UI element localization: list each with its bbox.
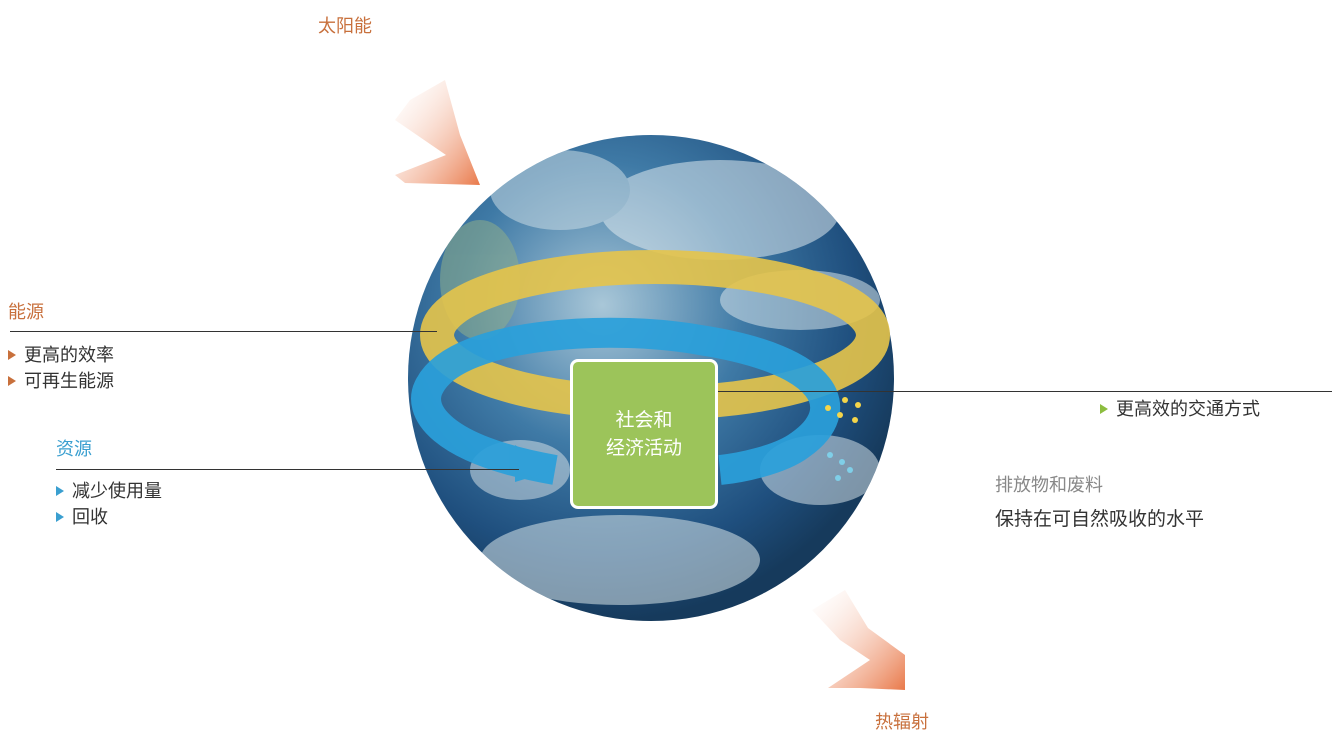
resources-line	[56, 469, 519, 470]
energy-title: 能源	[8, 302, 44, 323]
bullet-triangle-icon	[56, 512, 64, 522]
center-line-2: 经济活动	[605, 437, 682, 459]
solar-arrow-icon	[395, 80, 480, 185]
list-item: 更高效的交通方式	[1100, 397, 1260, 423]
bullet-triangle-icon	[8, 376, 16, 386]
resources-list: 减少使用量 回收	[56, 479, 162, 531]
list-item: 回收	[56, 505, 162, 531]
emissions-title: 排放物和废料	[995, 475, 1103, 496]
heat-arrow-icon	[812, 590, 905, 690]
emissions-text: 保持在可自然吸收的水平	[995, 508, 1205, 530]
list-item: 减少使用量	[56, 479, 162, 505]
heat-radiation-label: 热辐射	[875, 712, 929, 733]
bullet-triangle-icon	[1100, 404, 1108, 414]
energy-line	[10, 331, 437, 332]
center-activity-box: 社会和 经济活动	[570, 359, 718, 509]
transport-list: 更高效的交通方式	[1100, 397, 1260, 423]
energy-list: 更高的效率 可再生能源	[8, 343, 114, 395]
resources-ring	[411, 317, 841, 485]
center-line-1: 社会和	[615, 409, 673, 431]
bullet-triangle-icon	[8, 350, 16, 360]
transport-line	[680, 391, 1332, 392]
bullet-triangle-icon	[56, 486, 64, 496]
list-item: 更高的效率	[8, 343, 114, 369]
emission-dots	[825, 397, 861, 481]
solar-energy-label: 太阳能	[318, 16, 372, 37]
resources-title: 资源	[56, 439, 92, 460]
list-item: 可再生能源	[8, 369, 114, 395]
